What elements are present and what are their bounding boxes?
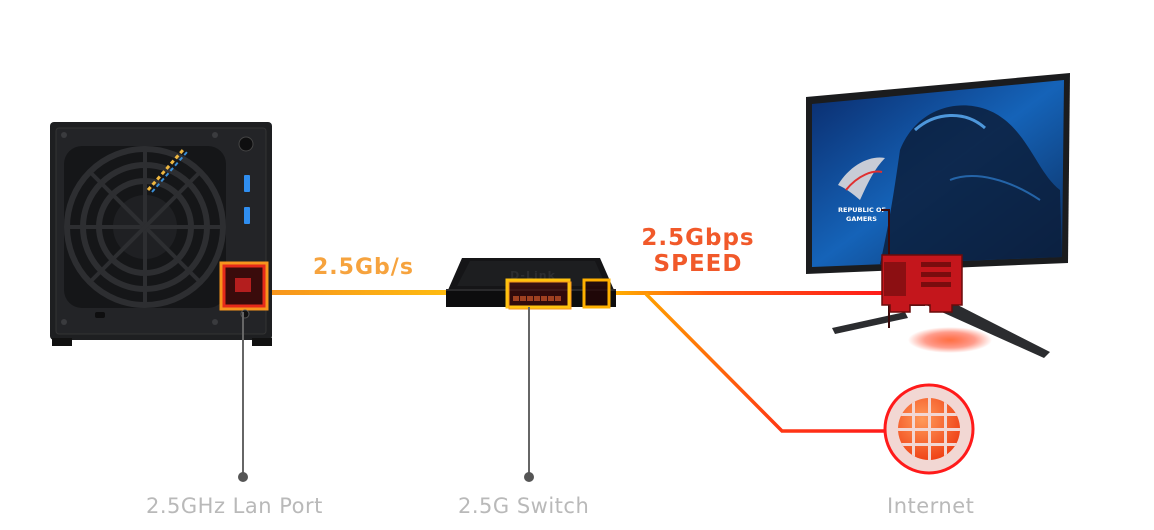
usb-port-icon: [244, 175, 250, 192]
switch-ports-highlight: [505, 278, 572, 310]
fan-icon: [64, 146, 226, 308]
floor-light-glow: [908, 327, 992, 353]
caption-switch: 2.5G Switch: [458, 494, 590, 518]
switch-uplink-highlight: [582, 278, 611, 309]
network-card-icon: [881, 209, 963, 328]
caption-internet: Internet: [887, 494, 975, 518]
screen-text-line1: REPUBLIC OF: [838, 206, 886, 214]
nas-device-icon: [50, 122, 272, 346]
link-switch-to-pc: [612, 291, 887, 295]
speed-badge-value: 2.5Gbps: [641, 225, 755, 251]
link-switch-to-internet: [644, 292, 888, 433]
pointer-nas-caption: [238, 312, 248, 482]
caption-nas-lan-port: 2.5GHz Lan Port: [146, 494, 323, 518]
gaming-monitor-icon: REPUBLIC OF GAMERS: [806, 73, 1070, 358]
rog-logo-icon: [838, 157, 885, 200]
speed-badge-unit: SPEED: [653, 251, 743, 277]
speed-badge: 2.5Gbps SPEED: [628, 225, 768, 277]
network-switch-icon: D-Link: [446, 258, 616, 310]
power-button-icon: [238, 136, 254, 152]
link-speed-label: 2.5Gb/s: [313, 255, 414, 280]
lan-port-highlight: [219, 261, 269, 311]
pointer-switch-caption: [524, 307, 534, 482]
link-nas-to-switch: [265, 290, 480, 295]
usb-port-icon: [244, 207, 250, 224]
globe-icon: [883, 383, 975, 475]
screen-text-line2: GAMERS: [846, 215, 877, 223]
